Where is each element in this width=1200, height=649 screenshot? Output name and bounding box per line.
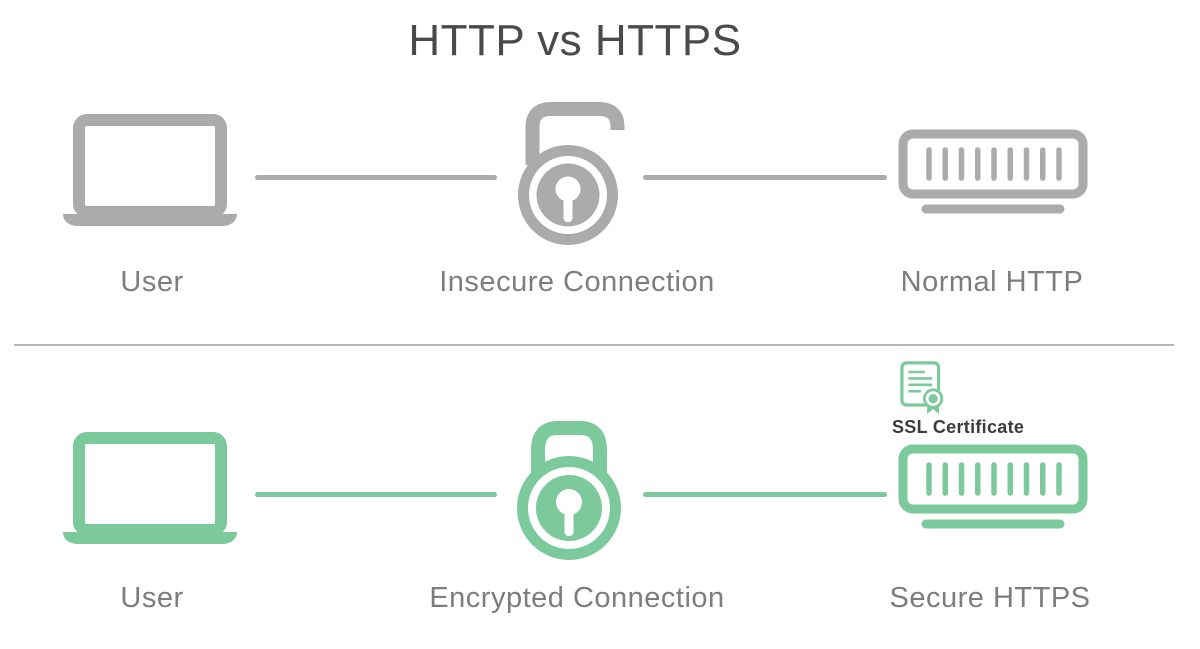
locked-padlock-icon: [517, 421, 621, 560]
ssl-certificate-label: SSL Certificate: [892, 417, 1025, 437]
divider-line: [14, 344, 1174, 346]
user-label: User: [120, 582, 184, 614]
connection-line: [255, 175, 497, 180]
connection-line: [643, 175, 887, 180]
connection-label: Insecure Connection: [439, 266, 715, 298]
laptop-icon: [63, 432, 237, 544]
certificate-icon: [900, 361, 944, 415]
diagram-title: HTTP vs HTTPS: [408, 16, 742, 65]
server-icon: [898, 444, 1088, 529]
server-label: Normal HTTP: [900, 266, 1084, 298]
connection-label: Encrypted Connection: [429, 582, 725, 614]
server-label: Secure HTTPS: [889, 582, 1091, 614]
connection-line: [255, 492, 497, 497]
unlocked-padlock-icon: [518, 102, 625, 245]
server-icon: [898, 129, 1088, 214]
laptop-icon: [63, 114, 237, 226]
connection-line: [643, 492, 887, 497]
user-label: User: [120, 266, 184, 298]
